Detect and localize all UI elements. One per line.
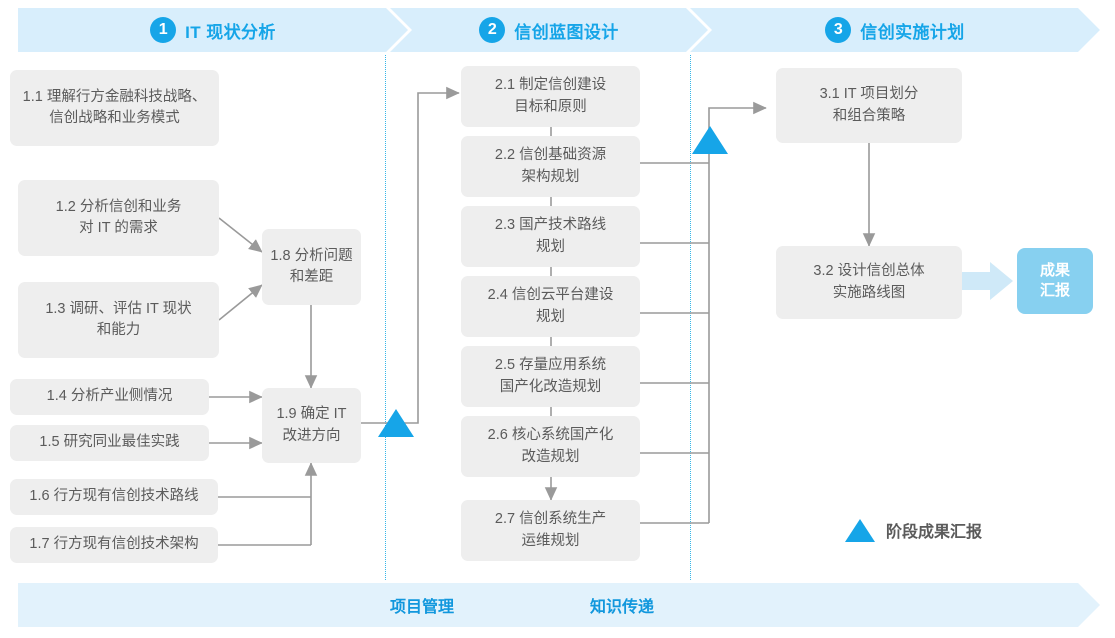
result-arrow-icon bbox=[956, 262, 1013, 300]
phase-label-1: IT 现状分析 bbox=[185, 22, 276, 42]
process-box-1-1[interactable]: 1.1 理解行方金融科技战略、 信创战略和业务模式 bbox=[10, 70, 219, 146]
phase-header-band: 1 IT 现状分析 2 信创蓝图设计 3 信创实施计划 bbox=[18, 8, 1100, 52]
phase-divider-1-2 bbox=[385, 55, 386, 580]
phase-label-2: 信创蓝图设计 bbox=[514, 22, 619, 42]
bottom-item-knowledge-transfer[interactable]: 知识传递 bbox=[590, 599, 655, 616]
phase-header-3[interactable]: 3 信创实施计划 bbox=[690, 8, 1100, 52]
process-box-2-5[interactable]: 2.5 存量应用系统 国产化改造规划 bbox=[461, 346, 640, 407]
phase-divider-2-3 bbox=[690, 55, 691, 580]
legend: 阶段成果汇报 bbox=[845, 518, 982, 542]
bottom-item-project-management[interactable]: 项目管理 bbox=[390, 599, 455, 616]
triangle-icon bbox=[845, 518, 875, 542]
process-box-2-7[interactable]: 2.7 信创系统生产 运维规划 bbox=[461, 500, 640, 561]
process-box-1-4[interactable]: 1.4 分析产业侧情况 bbox=[10, 379, 209, 415]
process-box-3-1[interactable]: 3.1 IT 项目划分 和组合策略 bbox=[776, 68, 962, 143]
legend-label: 阶段成果汇报 bbox=[886, 524, 983, 541]
phase-label-3: 信创实施计划 bbox=[860, 22, 965, 42]
process-box-1-5[interactable]: 1.5 研究同业最佳实践 bbox=[10, 425, 209, 461]
process-box-1-9[interactable]: 1.9 确定 IT 改进方向 bbox=[262, 388, 361, 463]
phase-header-2[interactable]: 2 信创蓝图设计 bbox=[390, 8, 708, 52]
process-box-1-2[interactable]: 1.2 分析信创和业务 对 IT 的需求 bbox=[18, 180, 219, 256]
result-badge[interactable]: 成果 汇报 bbox=[1017, 248, 1093, 314]
phase-number-2: 2 bbox=[479, 17, 506, 43]
process-box-2-4[interactable]: 2.4 信创云平台建设 规划 bbox=[461, 276, 640, 337]
process-box-1-6[interactable]: 1.6 行方现有信创技术路线 bbox=[10, 479, 218, 515]
process-box-2-3[interactable]: 2.3 国产技术路线 规划 bbox=[461, 206, 640, 267]
milestone-triangle-phase2 bbox=[692, 126, 728, 154]
phase-header-1[interactable]: 1 IT 现状分析 bbox=[18, 8, 408, 52]
process-box-3-2[interactable]: 3.2 设计信创总体 实施路线图 bbox=[776, 246, 962, 319]
process-box-2-1[interactable]: 2.1 制定信创建设 目标和原则 bbox=[461, 66, 640, 127]
process-box-1-3[interactable]: 1.3 调研、评估 IT 现状 和能力 bbox=[18, 282, 219, 358]
bottom-band bbox=[18, 583, 1100, 627]
phase-number-1: 1 bbox=[150, 17, 177, 43]
process-box-1-8[interactable]: 1.8 分析问题 和差距 bbox=[262, 229, 361, 305]
process-box-2-6[interactable]: 2.6 核心系统国产化 改造规划 bbox=[461, 416, 640, 477]
process-box-2-2[interactable]: 2.2 信创基础资源 架构规划 bbox=[461, 136, 640, 197]
milestone-triangle-phase1 bbox=[378, 409, 414, 437]
process-box-1-7[interactable]: 1.7 行方现有信创技术架构 bbox=[10, 527, 218, 563]
phase-number-3: 3 bbox=[825, 17, 852, 43]
